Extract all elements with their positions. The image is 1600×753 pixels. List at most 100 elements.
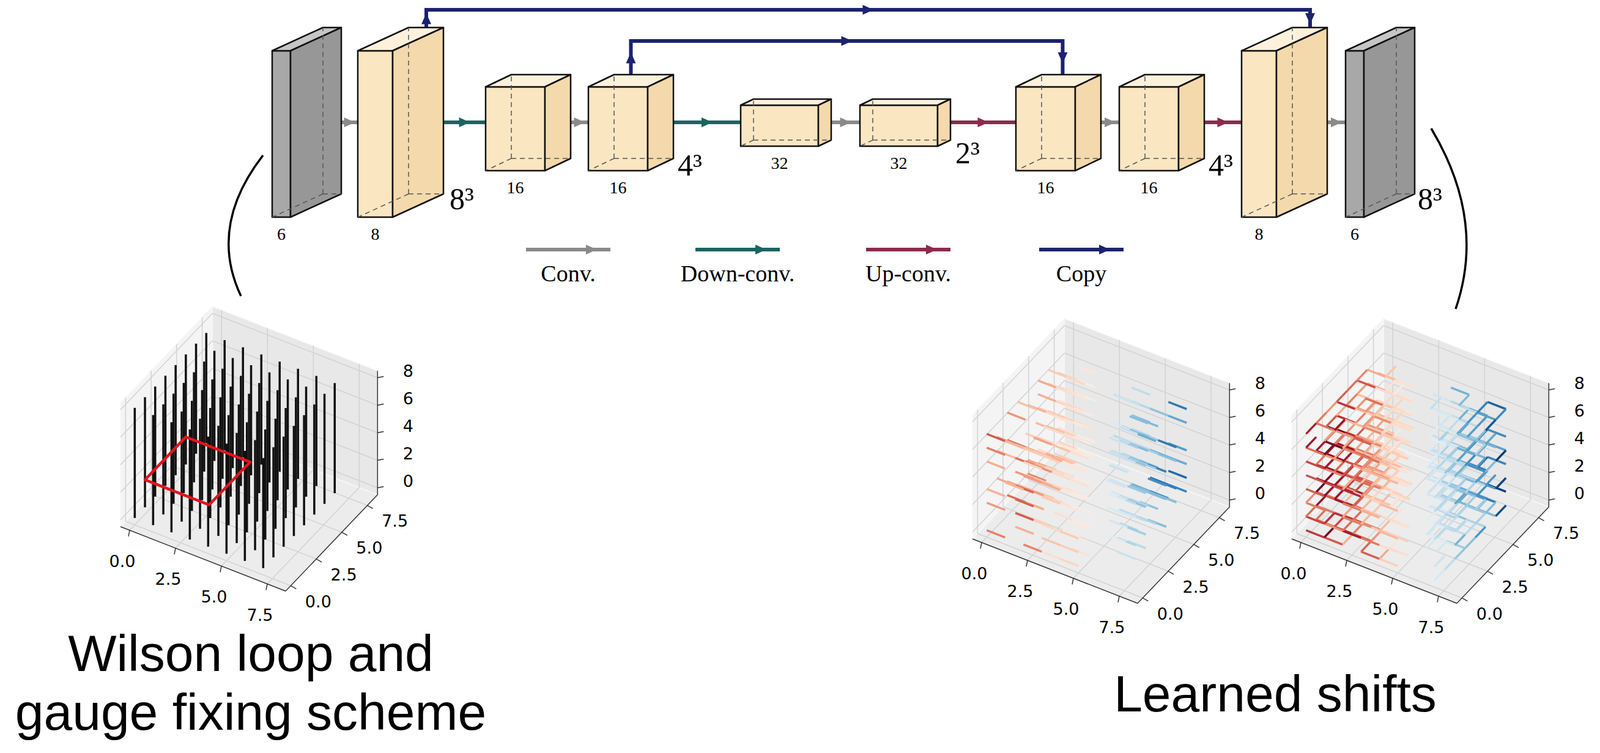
grid-line xyxy=(972,325,1065,423)
tick-label: 2.5 xyxy=(155,570,182,588)
shift-link xyxy=(1342,533,1353,545)
cuboid-face xyxy=(1345,50,1364,218)
shift-link xyxy=(1395,379,1415,388)
shift-link xyxy=(1426,524,1437,536)
shift-link xyxy=(1446,475,1457,487)
conv-arrow xyxy=(1100,117,1120,128)
shift-link xyxy=(1305,491,1317,503)
shift-link xyxy=(1059,544,1079,553)
shift-link xyxy=(1352,522,1364,534)
shift-link xyxy=(1459,408,1470,420)
tick-label: 2 xyxy=(1574,456,1585,474)
grid-line xyxy=(1392,481,1485,579)
shift-link xyxy=(1385,366,1397,378)
lattice-link xyxy=(174,365,177,476)
lattice-link xyxy=(223,340,227,451)
shift-link xyxy=(1017,401,1036,410)
shift-link xyxy=(1023,461,1042,470)
shift-link xyxy=(1496,505,1507,517)
lattice-link xyxy=(133,407,137,519)
bracket xyxy=(228,155,263,297)
lattice-link xyxy=(323,393,326,504)
pane xyxy=(972,318,1065,539)
tick-mark xyxy=(341,532,348,536)
shift-link xyxy=(986,502,1005,511)
axes-3d xyxy=(120,306,384,591)
grid-line xyxy=(151,494,317,560)
shift-link xyxy=(1456,434,1476,442)
shift-link xyxy=(1381,423,1393,435)
axis-line xyxy=(120,526,286,591)
hidden-edge xyxy=(1015,158,1042,171)
shift-link xyxy=(1324,471,1335,483)
shift-link xyxy=(1426,510,1437,522)
shift-link xyxy=(986,447,1005,456)
shift-link xyxy=(1381,433,1400,441)
tick-mark xyxy=(1229,416,1236,418)
shift-link xyxy=(1426,469,1437,481)
tick-mark xyxy=(1168,571,1174,575)
tick-label: 0.0 xyxy=(109,552,136,569)
hidden-edge xyxy=(1345,193,1397,218)
channel-count: 32 xyxy=(890,154,908,172)
tick-mark xyxy=(1299,542,1301,549)
lattice-link xyxy=(274,418,278,530)
shift-link xyxy=(1485,433,1497,445)
cuboid xyxy=(272,27,342,218)
shift-link xyxy=(1336,390,1347,402)
bracket xyxy=(1431,128,1467,309)
lattice-link xyxy=(221,368,224,479)
hidden-edge xyxy=(752,99,755,141)
shift-link xyxy=(1108,464,1128,473)
shift-link xyxy=(1464,523,1476,535)
shift-link xyxy=(1444,462,1456,474)
hidden-edge xyxy=(407,27,410,194)
lattice-link xyxy=(205,332,208,443)
feature-map: 16 xyxy=(588,74,674,171)
shift-link xyxy=(1455,520,1466,532)
shift-link xyxy=(1383,394,1394,406)
lattice-link xyxy=(190,400,194,511)
shift-link xyxy=(1426,455,1437,467)
tick-mark xyxy=(1345,560,1347,567)
shift-link xyxy=(1428,440,1439,452)
grid-line xyxy=(1064,407,1230,473)
tick-mark xyxy=(1548,471,1555,473)
shift-link xyxy=(1107,493,1126,501)
hidden-edge xyxy=(1241,193,1293,218)
lattice-link xyxy=(297,368,300,479)
grid-line xyxy=(1291,325,1384,423)
shift-link xyxy=(1436,483,1456,491)
down-arrow xyxy=(443,117,486,128)
shift-link xyxy=(1119,426,1138,435)
connector-line xyxy=(631,40,1063,75)
shift-link xyxy=(1148,478,1167,486)
tick-mark xyxy=(266,584,268,591)
pane xyxy=(1291,318,1384,539)
shift-link xyxy=(1450,387,1470,396)
tick-label: 2.5 xyxy=(1326,582,1353,600)
cuboid-face xyxy=(859,99,951,106)
shift-link xyxy=(1324,444,1335,456)
grid-line xyxy=(1291,352,1384,450)
tick-label: 0.0 xyxy=(1157,604,1184,622)
shift-link xyxy=(1496,477,1507,489)
shift-link xyxy=(1015,526,1034,534)
legend-line xyxy=(866,247,951,252)
arrowhead xyxy=(1305,13,1315,25)
shift-link xyxy=(1342,489,1361,497)
legend-text: Down-conv. xyxy=(680,261,795,286)
shift-link xyxy=(1051,444,1071,452)
tick-label: 7.5 xyxy=(381,512,408,530)
lattice-link xyxy=(276,390,279,501)
conv-arrow xyxy=(570,117,589,128)
lattice-link xyxy=(278,361,282,472)
tick-mark xyxy=(367,505,374,509)
grid-line xyxy=(1064,352,1230,418)
lattice-link xyxy=(253,440,257,551)
shift-link xyxy=(1371,444,1390,452)
resolution-label: 8³ xyxy=(1417,183,1443,215)
shift-link xyxy=(1455,548,1466,560)
arrowhead xyxy=(574,117,586,128)
grid-line xyxy=(1383,352,1549,418)
